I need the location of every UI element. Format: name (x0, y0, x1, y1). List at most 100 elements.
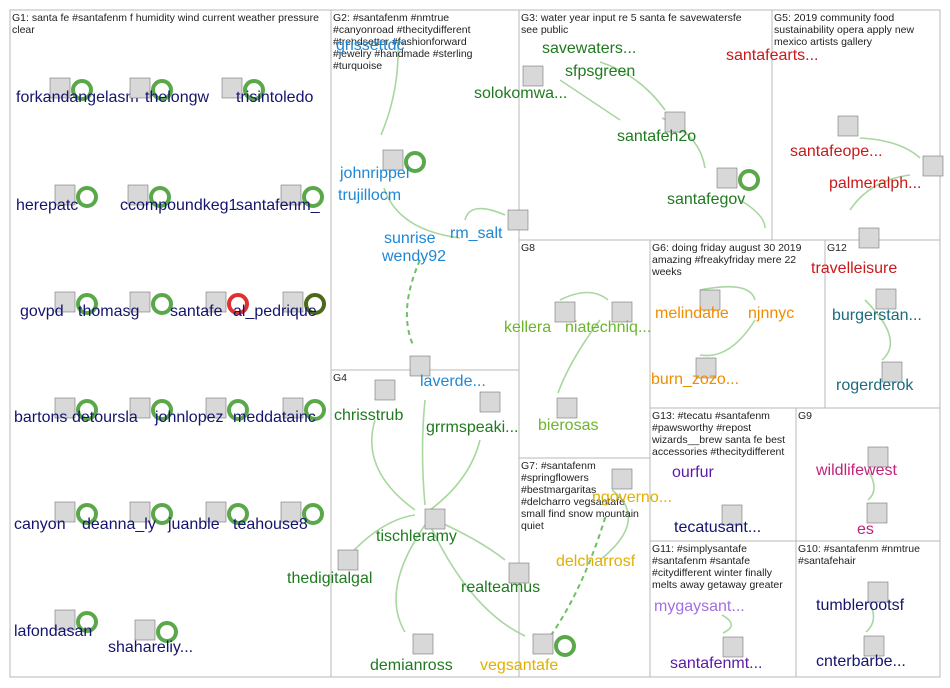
loop-icon-thelongw (151, 79, 173, 101)
edge-13 (699, 319, 756, 357)
node-ngoverno[interactable]: ngoverno... (592, 468, 672, 506)
node-label-savewaters: savewaters... (542, 40, 636, 57)
node-burgerstan[interactable]: burgerstan... (832, 288, 922, 324)
node-delcharrosf[interactable]: delcharrosf (556, 553, 636, 570)
node-canyon[interactable]: canyon (14, 501, 98, 533)
node-kellera[interactable]: kellera (504, 301, 576, 336)
node-chrisstrub[interactable]: chrisstrub (334, 379, 403, 424)
node-tischleramy[interactable]: tischleramy (376, 508, 457, 545)
node-rm_salt[interactable]: rm_salt (450, 209, 529, 242)
node-label-grissettdc: grissettdc (336, 37, 404, 54)
node-laverde[interactable]: laverde... (409, 355, 486, 390)
node-santafeh2o[interactable]: santafeh2o (617, 111, 696, 145)
node-detoursla[interactable]: detoursla (72, 397, 173, 426)
node-mygaysant[interactable]: mygaysant... (654, 598, 745, 615)
avatar-santafenm_ (280, 184, 302, 206)
node-travelleisure[interactable]: travelleisure (811, 227, 897, 277)
node-santafegov[interactable]: santafegov (667, 167, 760, 208)
node-label-tischleramy: tischleramy (376, 528, 457, 545)
avatar-palmeralph (922, 155, 944, 177)
node-lafondasan[interactable]: lafondasan (14, 609, 98, 640)
node-thedigitalgal[interactable]: thedigitalgal (287, 549, 372, 587)
node-label-melindahe: melindahe (655, 305, 729, 322)
node-cnterbarbe[interactable]: cnterbarbe... (816, 635, 906, 670)
node-sfpsgreen[interactable]: sfpsgreen (565, 63, 635, 80)
node-label-chrisstrub: chrisstrub (334, 407, 403, 424)
node-juanble[interactable]: juanble (167, 501, 249, 533)
node-johnlopez[interactable]: johnlopez (154, 397, 249, 426)
node-wendy92[interactable]: wendy92 (381, 248, 446, 265)
node-savewaters[interactable]: savewaters... (542, 40, 636, 57)
node-burn_zozo[interactable]: burn_zozo... (651, 357, 739, 388)
node-label-delcharrosf: delcharrosf (556, 553, 636, 570)
node-solokomwa[interactable]: solokomwa... (474, 65, 567, 102)
avatar-ngoverno (611, 468, 633, 490)
avatar-rogerderok (881, 361, 903, 383)
node-niatechniq[interactable]: niatechniq... (565, 301, 651, 336)
node-johnrippel[interactable]: johnrippel (339, 149, 426, 182)
node-thelongw[interactable]: thelongw (129, 77, 209, 106)
node-santafearts[interactable]: santafearts... (726, 47, 819, 64)
node-label-cnterbarbe: cnterbarbe... (816, 653, 906, 670)
node-santafeope[interactable]: santafeope... (790, 115, 883, 160)
node-label-palmeralph: palmeralph... (829, 175, 922, 192)
node-santafenm_[interactable]: santafenm_ (236, 184, 324, 214)
node-santafenmt[interactable]: santafenmt... (670, 636, 763, 672)
node-label-grrmspeaki: grrmspeaki... (426, 419, 518, 436)
loop-icon-santafegov (738, 169, 760, 191)
node-wildlifewest[interactable]: wildlifewest (815, 446, 897, 479)
edge-14 (864, 299, 892, 361)
avatar-wildlifewest (867, 446, 889, 468)
node-bartons[interactable]: bartons (14, 397, 98, 426)
node-label-vegsantafe: vegsantafe (480, 657, 558, 674)
node-vegsantafe[interactable]: vegsantafe (480, 633, 576, 674)
node-label-forkandangel: forkandangelasm (16, 89, 139, 106)
group-title-g2: G2: #santafenm #nmtrue#canyonroad #theci… (333, 12, 473, 72)
node-label-santafegov: santafegov (667, 191, 745, 208)
avatar-grrmspeaki (479, 391, 501, 413)
node-label-burgerstan: burgerstan... (832, 307, 922, 324)
node-santafe[interactable]: santafe (170, 291, 249, 320)
node-grissettdc[interactable]: grissettdc (336, 37, 404, 54)
avatar-bartons (54, 397, 76, 419)
group-title-g3: G3: water year input re 5 santa fe savew… (521, 12, 742, 36)
group-title-g12: G12 (827, 242, 847, 254)
node-label-ourfur: ourfur (672, 464, 714, 481)
node-label-johnlopez: johnlopez (154, 409, 224, 426)
node-tumblerootsf[interactable]: tumblerootsf (816, 581, 905, 614)
node-trujillocm[interactable]: trujillocm (338, 187, 401, 204)
node-herepatc[interactable]: herepatc (16, 184, 98, 214)
node-shahareliy[interactable]: shahareliy... (108, 619, 193, 656)
node-label-lafondasan: lafondasan (14, 623, 92, 640)
node-sunrise[interactable]: sunrise (384, 230, 436, 247)
node-melindahe[interactable]: melindahe (655, 289, 729, 322)
node-teahouse[interactable]: teahouse8 (233, 501, 324, 533)
node-bieroSas[interactable]: bierosas (538, 397, 598, 434)
node-demianross[interactable]: demianross (370, 633, 453, 674)
node-ourfur[interactable]: ourfur (672, 464, 714, 481)
loop-icon-johnlopez (227, 399, 249, 421)
node-tecatusant[interactable]: tecatusant... (674, 504, 761, 536)
loop-icon-shahareliy (156, 621, 178, 643)
node-deanna_l[interactable]: deanna_ly (82, 501, 173, 533)
node-meddatainc[interactable]: meddatainc (233, 397, 326, 426)
node-palmeralph[interactable]: palmeralph... (829, 155, 944, 192)
node-al_pedrique[interactable]: al_pedrique (233, 291, 326, 320)
node-es[interactable]: es (857, 502, 888, 538)
edge-11 (557, 319, 601, 394)
node-thomasg[interactable]: thomasg (78, 291, 173, 320)
node-ccompoundkeg[interactable]: ccompoundkeg1 (120, 184, 238, 214)
node-trisintoledo[interactable]: trisintoledo (221, 77, 313, 106)
node-rogerderok[interactable]: rogerderok (836, 361, 914, 394)
edge-7 (739, 199, 766, 229)
loop-icon-lafondasan (76, 611, 98, 633)
node-njnnyc[interactable]: njnnyc (748, 305, 794, 322)
node-forkandangel[interactable]: forkandangelasm (16, 77, 139, 106)
node-govpd[interactable]: govpd (20, 291, 98, 320)
node-realteamus[interactable]: realteamus (461, 562, 540, 596)
avatar-al_pedrique (282, 291, 304, 313)
edge-20 (395, 524, 426, 633)
node-grrmspeaki[interactable]: grrmspeaki... (426, 391, 518, 436)
node-label-es: es (857, 521, 874, 538)
